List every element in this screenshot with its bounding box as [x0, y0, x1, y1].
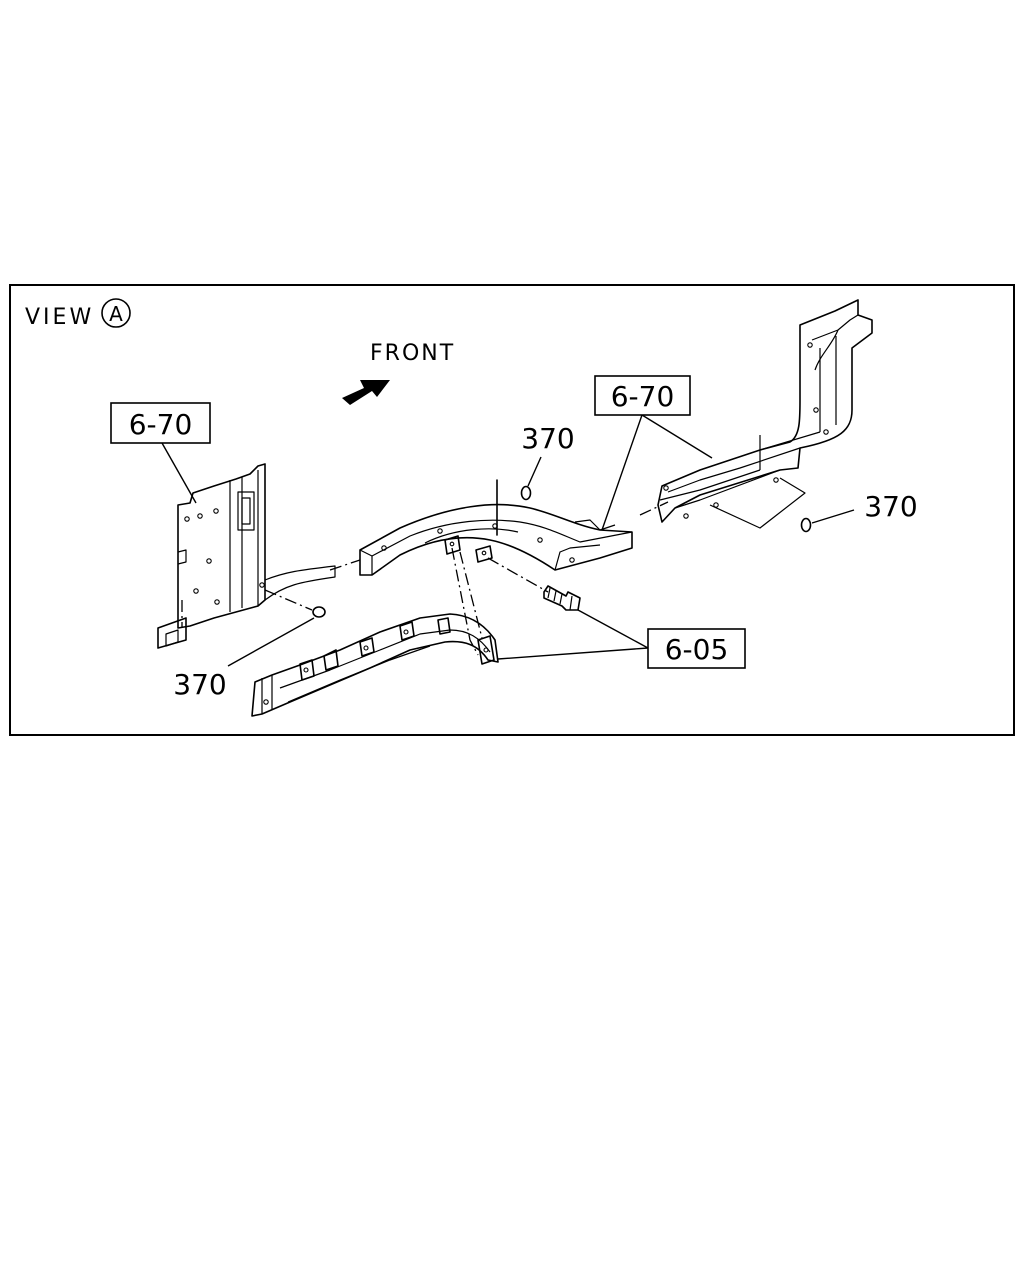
leader-line	[227, 617, 315, 667]
ref-callout-bottom: 6-05	[647, 628, 746, 669]
leader-line	[577, 609, 649, 649]
view-label: VIEW A	[25, 298, 131, 330]
leader-line	[497, 647, 649, 660]
front-indicator: FRONT	[342, 341, 455, 405]
part-number-left: 370	[173, 668, 226, 701]
assembly-line	[487, 557, 549, 593]
ref-callout-left: 6-70	[110, 402, 211, 444]
assembly-line	[459, 551, 483, 639]
upper-arch-part	[359, 479, 633, 576]
view-frame	[9, 284, 1015, 736]
plug-top	[520, 485, 532, 501]
leader-line	[601, 414, 643, 531]
front-arrow-icon	[342, 380, 390, 405]
assembly-line	[639, 501, 669, 516]
ref-callout-right: 6-70	[594, 375, 691, 416]
leader-line	[161, 442, 197, 504]
ref-label-left: 6-70	[129, 408, 193, 441]
lower-arch-part	[251, 613, 499, 717]
part-number-top: 370	[521, 422, 574, 455]
ref-label-bottom: 6-05	[665, 633, 729, 666]
plug-right	[800, 517, 812, 533]
right-rail-part	[657, 299, 873, 529]
left-panel-part	[157, 463, 336, 649]
view-prefix: VIEW	[25, 305, 94, 330]
leader-line	[641, 414, 713, 459]
view-letter: A	[109, 302, 123, 326]
leader-line	[527, 456, 542, 487]
part-number-right: 370	[864, 490, 917, 523]
front-label: FRONT	[370, 341, 455, 366]
assembly-line	[451, 547, 479, 656]
bolt-part	[543, 585, 581, 611]
assembly-line	[329, 559, 361, 571]
ref-label-right: 6-70	[611, 380, 675, 413]
leader-line	[811, 509, 855, 524]
plug-left	[312, 606, 326, 618]
view-letter-circle	[101, 298, 131, 328]
assembly-line	[264, 589, 313, 611]
